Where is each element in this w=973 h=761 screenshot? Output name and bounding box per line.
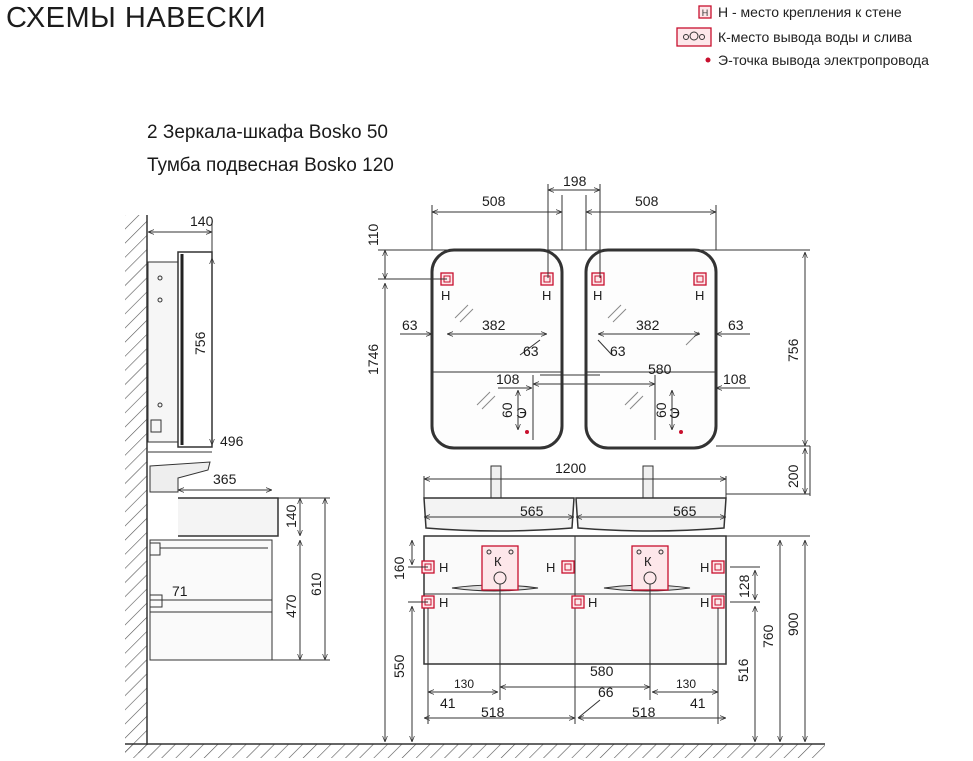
dim-128: 128 — [736, 574, 752, 598]
dim-508-right: 508 — [635, 193, 659, 209]
legend-h: Н Н - место крепления к стене — [698, 4, 902, 20]
dim-565-right: 565 — [673, 503, 697, 519]
electric-point — [525, 430, 529, 434]
e-mark: Э — [669, 405, 680, 422]
dim-side-756: 756 — [192, 331, 208, 355]
dim-382-right: 382 — [636, 317, 660, 333]
dim-41-right: 41 — [690, 695, 706, 711]
h-mark: Н — [593, 288, 602, 303]
dim-382-left: 382 — [482, 317, 506, 333]
dim-198: 198 — [563, 173, 587, 189]
h-mark: Н — [441, 288, 450, 303]
dim-60-left: 60 — [499, 402, 515, 418]
dim-1200: 1200 — [555, 460, 586, 476]
dim-550: 550 — [391, 654, 407, 678]
dim-63: 63 — [402, 317, 418, 333]
dim-108-left: 108 — [496, 371, 520, 387]
dim-side-610: 610 — [308, 572, 324, 596]
legend-e-label: Э-точка вывода электропровода — [718, 52, 929, 68]
dim-side-470: 470 — [283, 594, 299, 618]
dim-130-left: 130 — [454, 677, 474, 691]
page-title: СХЕМЫ НАВЕСКИ — [6, 2, 267, 34]
dim-580-top: 580 — [648, 361, 672, 377]
subtitle-vanity: Тумба подвесная Bosko 120 — [147, 155, 394, 176]
h-mark: Н — [695, 288, 704, 303]
side-dimensions — [148, 222, 330, 661]
dim-516: 516 — [735, 658, 751, 682]
dim-41-left: 41 — [440, 695, 456, 711]
dim-518-left: 518 — [481, 704, 505, 720]
h-mark: Н — [542, 288, 551, 303]
k-mark: К — [494, 554, 502, 569]
water-outlet-icon — [676, 27, 712, 47]
dim-66: 66 — [598, 684, 614, 700]
subtitle-mirror: 2 Зеркала-шкафа Bosko 50 — [147, 122, 388, 143]
vanity-dimensions — [408, 476, 810, 742]
dim-side-365: 365 — [213, 471, 237, 487]
dim-63: 63 — [728, 317, 744, 333]
k-mark: К — [644, 554, 652, 569]
dim-756: 756 — [785, 338, 801, 362]
dim-200: 200 — [785, 464, 801, 488]
h-mark: Н — [439, 560, 448, 575]
dim-760: 760 — [760, 624, 776, 648]
dim-130-right: 130 — [676, 677, 696, 691]
mirror-cabinets — [430, 248, 718, 450]
dim-110: 110 — [365, 223, 381, 246]
dim-side-140: 140 — [190, 213, 214, 229]
h-mark: Н — [546, 560, 555, 575]
dim-900: 900 — [785, 612, 801, 636]
h-mark: Н — [700, 560, 709, 575]
legend-h-label: Н - место крепления к стене — [718, 4, 902, 20]
dim-1746: 1746 — [365, 344, 381, 375]
side-view — [147, 251, 279, 661]
dim-518-right: 518 — [632, 704, 656, 720]
dim-160: 160 — [391, 556, 407, 580]
dim-side-496: 496 — [220, 433, 244, 449]
h-mark: Н — [588, 595, 597, 610]
dim-60-right: 60 — [653, 402, 669, 418]
dim-side-140b: 140 — [283, 504, 299, 528]
dim-108-right: 108 — [723, 371, 747, 387]
dim-63: 63 — [523, 343, 539, 359]
dim-565-left: 565 — [520, 503, 544, 519]
h-mark: Н — [700, 595, 709, 610]
mount-point-icon: Н — [698, 5, 712, 19]
legend-e: Э-точка вывода электропровода — [704, 52, 929, 68]
svg-text:Н: Н — [702, 8, 709, 18]
legend-k-label: К-место вывода воды и слива — [718, 29, 912, 45]
e-mark: Э — [516, 405, 527, 422]
wall — [125, 215, 825, 758]
legend-k: К-место вывода воды и слива — [676, 27, 912, 47]
dim-63: 63 — [610, 343, 626, 359]
vanity — [423, 465, 727, 665]
dim-508-left: 508 — [482, 193, 506, 209]
electric-point — [679, 430, 683, 434]
mirror-dimensions — [378, 184, 811, 742]
electric-point-icon — [705, 57, 711, 63]
dim-side-71: 71 — [172, 583, 188, 599]
dim-580-bottom: 580 — [590, 663, 614, 679]
h-mark: Н — [439, 595, 448, 610]
